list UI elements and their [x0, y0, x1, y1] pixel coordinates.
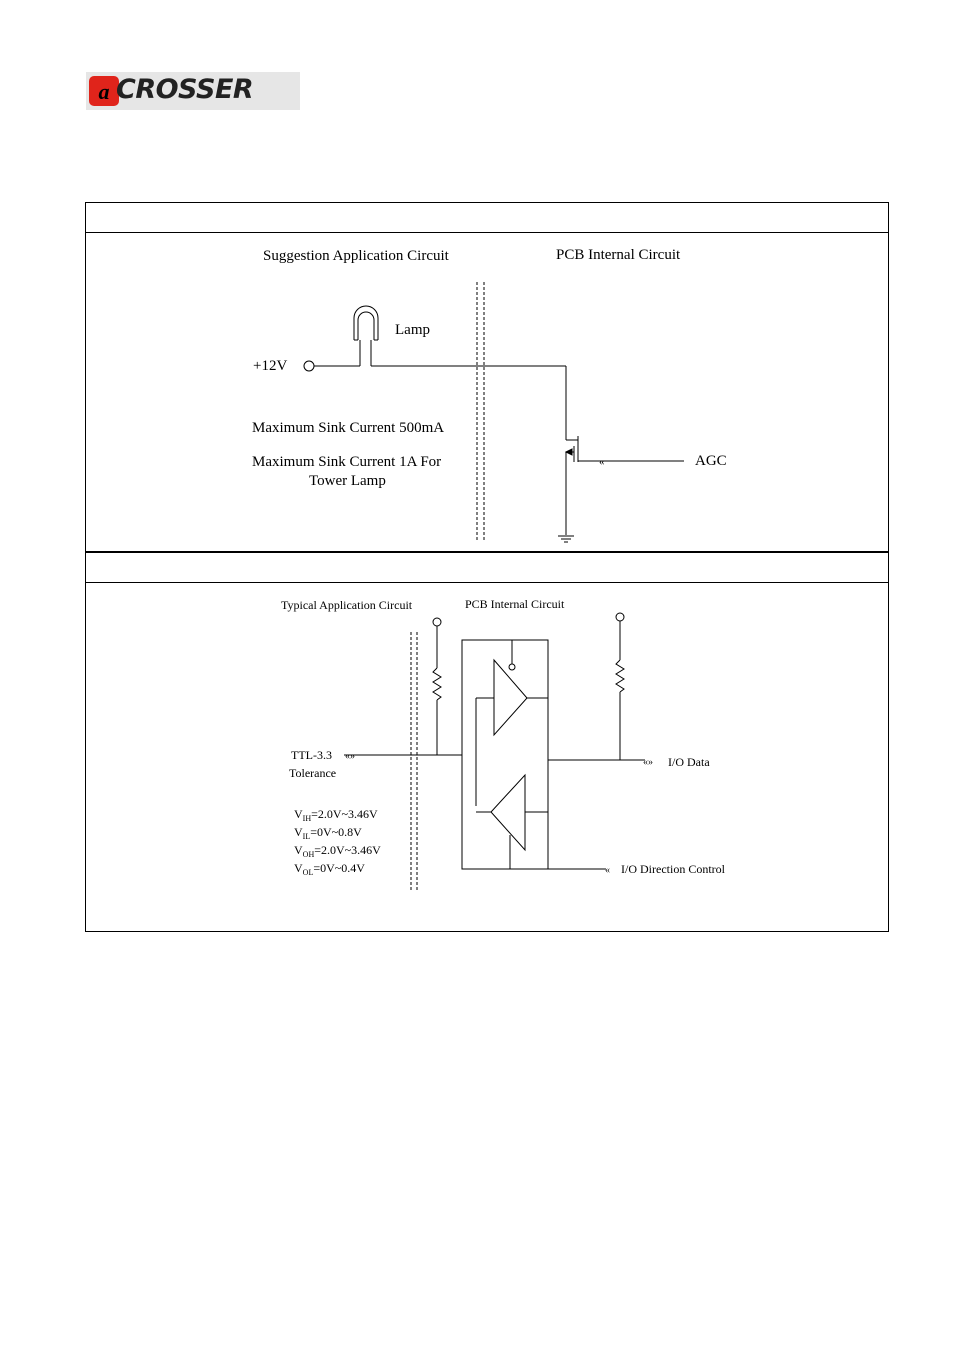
section2-labels: Typical Application Circuit PCB Internal…	[281, 597, 726, 877]
voltage-12v-label: +12V	[253, 358, 287, 374]
logo-mark-letter: a	[99, 79, 110, 104]
ground-icon	[558, 535, 574, 543]
mosfet-icon	[564, 436, 684, 535]
tower-lamp-note-line2: Tower Lamp	[309, 473, 386, 489]
pullup-left-terminal-icon	[432, 617, 442, 627]
io-data-arrow-icon: «»	[643, 757, 653, 768]
pullup-right-resistor-icon	[615, 659, 625, 693]
pullup-left-resistor-icon	[432, 667, 442, 701]
agc-arrow-icon: «	[599, 456, 605, 468]
tower-lamp-note-line1: Maximum Sink Current 1A For	[252, 454, 441, 470]
section1-labels: Suggestion Application Circuit PCB Inter…	[252, 247, 727, 489]
io-data-label: I/O Data	[668, 755, 710, 769]
vil-spec: VIL=0V~0.8V	[294, 825, 362, 841]
section2-header-divider	[86, 582, 888, 583]
section1-diagram	[303, 282, 684, 543]
acrosser-logo: a CROSSER	[86, 72, 300, 110]
pcb-buffer-box	[461, 639, 549, 870]
section2-diagram	[344, 612, 645, 890]
terminal-12v-icon	[303, 360, 315, 372]
vol-spec: VOL=0V~0.4V	[294, 861, 365, 877]
vih-spec: VIH=2.0V~3.46V	[294, 807, 378, 823]
section2-left-title: Typical Application Circuit	[281, 598, 413, 612]
section1-header-divider	[86, 232, 888, 233]
logo-wordmark: CROSSER	[116, 74, 254, 105]
sink-current-note: Maximum Sink Current 500mA	[252, 420, 444, 436]
ttl-bidir-arrow-icon: «»	[345, 751, 355, 762]
logo-mark-icon: a	[89, 76, 119, 106]
io-direction-arrow-icon: «	[605, 865, 610, 876]
section1-left-title: Suggestion Application Circuit	[263, 248, 450, 264]
voh-spec: VOH=2.0V~3.46V	[294, 843, 381, 859]
lamp-label: Lamp	[395, 322, 430, 338]
ttl-label-line2: Tolerance	[289, 766, 336, 780]
diagram-frame	[85, 202, 889, 932]
input-buffer-icon	[476, 773, 548, 869]
pullup-right-terminal-icon	[615, 612, 625, 622]
output-buffer-icon	[475, 640, 548, 806]
ttl-label-line1: TTL-3.3	[291, 748, 332, 762]
agc-label: AGC	[695, 453, 727, 469]
lamp-icon	[353, 305, 379, 341]
section-divider	[86, 551, 888, 553]
section1-right-title: PCB Internal Circuit	[556, 247, 681, 263]
io-direction-label: I/O Direction Control	[621, 862, 726, 876]
section2-right-title: PCB Internal Circuit	[465, 597, 565, 611]
